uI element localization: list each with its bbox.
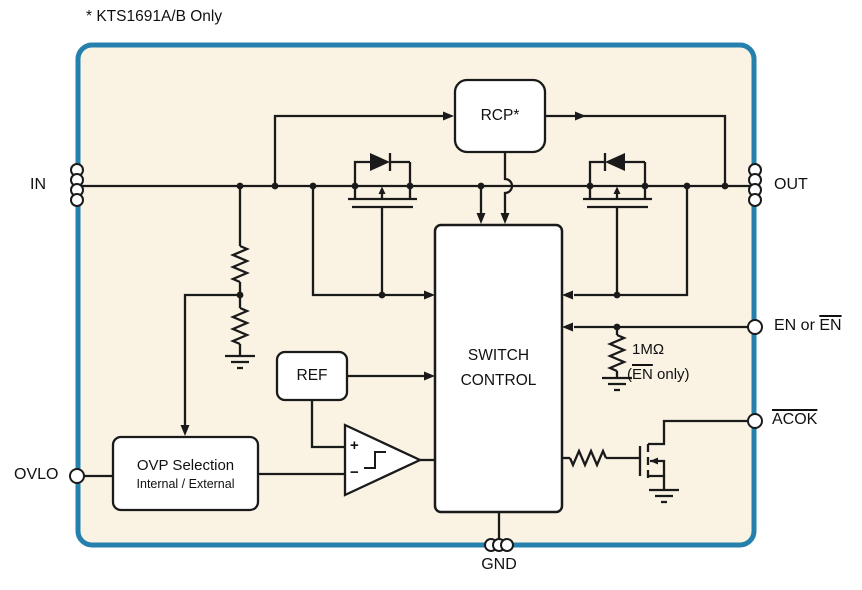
right-mosfet [583,153,652,295]
rcp-block [453,78,547,154]
in-pin-label: IN [30,176,46,193]
en-label-prefix: EN or [774,317,820,334]
rcp-to-control-wire [503,152,514,213]
comparator-triangle [343,423,423,497]
left-mosfet [348,153,417,295]
out-pin-label: OUT [774,176,808,193]
acok-gate-resistor [568,448,608,468]
pullup-note-en: EN [632,366,653,383]
divider-tap-wire [183,293,240,425]
rcp-output-wire [545,114,727,186]
switch-control-text: SWITCH CONTROL [460,347,537,389]
divider-ground-icon [225,354,255,370]
right-mosfet-body-arrow [613,186,621,194]
ovp-selection-block [111,435,260,512]
out-pin [748,163,762,207]
en-pin-label: EN or EN [774,317,842,335]
ovlo-pin-label: OVLO [14,466,59,483]
acok-mosfet-body-arrow [650,457,658,465]
right-body-diode-wires [588,160,647,186]
hysteresis-icon [364,451,386,469]
switch-control-block-label: SWITCH CONTROL [435,225,562,512]
en-ground-icon [602,376,632,392]
ref-to-comparator-wire [310,400,345,449]
arrow-rcp-output [575,111,586,121]
left-body-diode-icon [370,153,390,171]
package-pins [69,163,763,552]
ref-block [275,350,349,402]
comparator-plus-label: + [350,437,359,454]
rcp-input-wire [273,114,444,186]
arrow-right-sense [562,290,573,300]
en-label-overlined: EN [819,317,842,334]
arrow-ref [424,371,435,381]
acok-label-overlined: ACOK [772,411,818,428]
ovp-subtitle: Internal / External [136,476,235,491]
arrow-into-rcp [443,111,454,121]
acok-wire [648,419,748,446]
left-mosfet-body-arrow [378,186,386,194]
acok-mosfet [638,444,658,478]
en-pin [747,319,763,335]
acok-ground-icon [649,488,679,504]
arrow-into-ovp [180,425,190,436]
acok-pin-label: ACOK [772,411,817,429]
left-body-diode-wires [353,160,412,186]
junction-dots [236,182,729,331]
pullup-value-label: 1MΩ [632,341,665,358]
en-pulldown-resistor [607,333,627,373]
divider-resistor-bottom [230,306,250,346]
arrow-rcp-into-control [500,213,510,224]
arrow-left-sense [424,290,435,300]
arrow-en [562,322,573,332]
acok-pin [747,413,763,429]
divider-resistor-top [230,244,250,284]
out-sense-wire [574,186,689,297]
right-body-diode-icon [605,153,625,171]
arrow-midnode-into-control [476,213,486,224]
comparator-minus-label: − [350,464,359,481]
comparator [343,423,423,497]
ground-symbols [225,354,679,504]
gnd-pin-label: GND [481,556,517,573]
gnd-pin [484,538,514,552]
in-pin [70,163,84,207]
pullup-note-suffix: only) [652,366,690,383]
rcp-block-label: RCP* [480,107,520,124]
ovp-block-label: OVP Selection Internal / External [113,437,258,510]
arrowheads [180,111,586,436]
ref-block-label: REF [296,367,328,384]
switch-control-block [433,223,564,514]
pullup-note-label: (EN only) [627,366,690,383]
footnote: * KTS1691A/B Only [86,8,223,25]
ovp-title: OVP Selection [136,456,235,474]
ovlo-pin [69,468,85,484]
pullup-note-prefix: ( [627,366,632,383]
in-sense-wire [311,186,424,297]
